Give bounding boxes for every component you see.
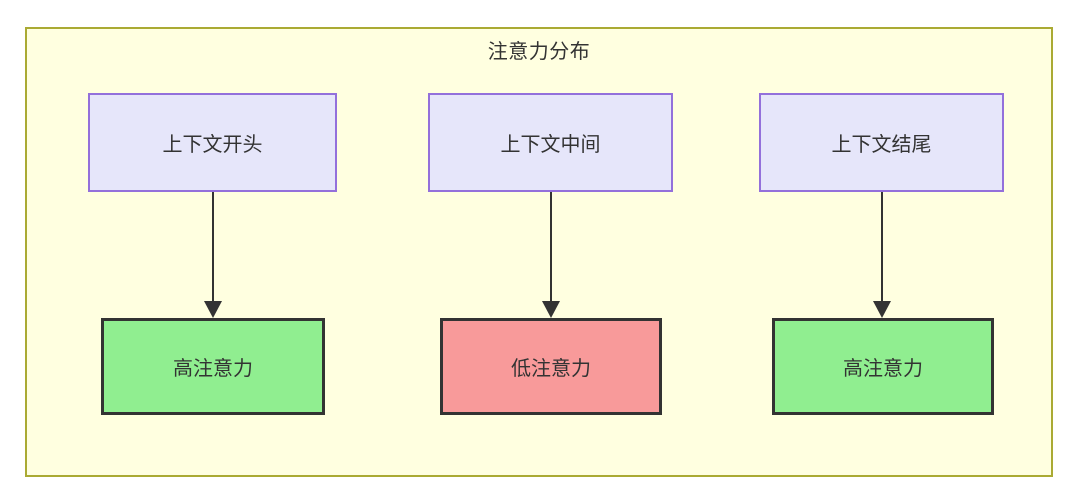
- node-result-middle-low-attention[interactable]: 低注意力: [440, 318, 662, 415]
- node-context-middle[interactable]: 上下文中间: [428, 93, 673, 192]
- subgraph-title: 注意力分布: [487, 41, 591, 63]
- node-result-end-high-attention[interactable]: 高注意力: [772, 318, 994, 415]
- node-result-beginning-high-attention[interactable]: 高注意力: [101, 318, 325, 415]
- node-context-end[interactable]: 上下文结尾: [759, 93, 1004, 192]
- node-context-beginning[interactable]: 上下文开头: [88, 93, 337, 192]
